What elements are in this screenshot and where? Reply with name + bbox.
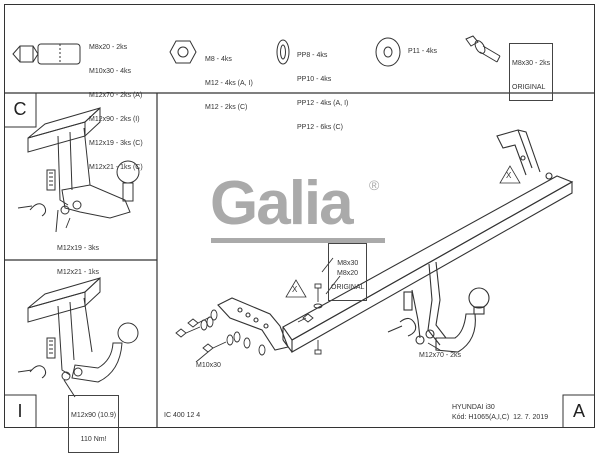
corner-box-a [562,394,595,428]
panel-a-letter: A [572,401,585,421]
part-label: M8 - 4ks [205,56,232,63]
flat-washer-icon [375,37,401,67]
part-label: PP8 - 4ks [297,52,328,59]
corner-box-i [4,394,37,428]
panel-c-labels: M12x19 - 3ks M12x21 - 1ks [57,245,100,276]
part-label: M12x70 - 2ks (A) [89,92,143,99]
original-bolt-label: M8x30 - 2ks ORIGINAL [509,43,554,101]
galia-logo: Galia [210,169,354,238]
registered-mark: ® [369,177,380,193]
part-label: PP12 - 6ks (C) [297,124,343,131]
flange-bolt-icon [465,35,501,63]
part-code-date: Kód: H1065(A,I,C) 12. 7. 2019 [452,414,549,421]
drawing-code: IC 400 12 4 [164,412,201,419]
part-label: M8x20 - 2ks [89,44,128,51]
logo-underline [211,238,385,243]
main-crossbar-drawing [217,129,574,353]
panel-i-towbar-drawing [17,276,139,398]
part-label: M12x19 - 3ks (C) [89,140,143,147]
main-fasteners-drawing [65,165,521,363]
nut-list: M8 - 4ks M12 - 4ks (A, I) M12 - 2ks (C) [205,40,253,120]
part-label: M12x21 - 1ks (C) [89,164,143,171]
panel-i-labels: M12x90 (10.9) 110 Nm! [68,395,120,453]
part-label: M10x30 - 4ks [89,68,132,75]
part-label: M12 - 4ks (A, I) [205,80,253,87]
part-label: PP12 - 4ks (A, I) [297,100,349,107]
warning-mark-right: X [506,171,512,180]
original-bolt-callout: M8x30 ORIGINAL [328,243,368,301]
panel-i-letter: I [17,401,23,421]
spring-washer-icon [276,39,290,65]
drawing-lines [4,35,595,428]
vehicle-model: HYUNDAI i30 [452,404,495,411]
part-label: PP10 - 4ks [297,76,332,83]
m8x20-callout: M8x20 [337,270,359,277]
panel-c-letter: C [13,99,27,119]
m10x30-callout: M10x30 [196,362,221,369]
corner-box-c [4,93,37,128]
nut-icon [169,40,197,64]
flat-washer-label: P11 - 4ks [408,48,438,55]
spring-washer-list: PP8 - 4ks PP10 - 4ks PP12 - 4ks (A, I) P… [297,36,348,140]
warning-mark-left: X [292,285,298,294]
bolt-icon [12,43,81,65]
part-label: M12x90 - 2ks (I) [89,116,140,123]
bolt-list: M8x20 - 2ks M10x30 - 4ks M12x70 - 2ks (A… [89,28,143,180]
part-label: M12 - 2ks (C) [205,104,248,111]
panel-c-towbar-drawing [17,106,140,233]
m12x70-callout: M12x70 - 2ks [419,352,462,359]
drawing-frame [4,4,595,428]
